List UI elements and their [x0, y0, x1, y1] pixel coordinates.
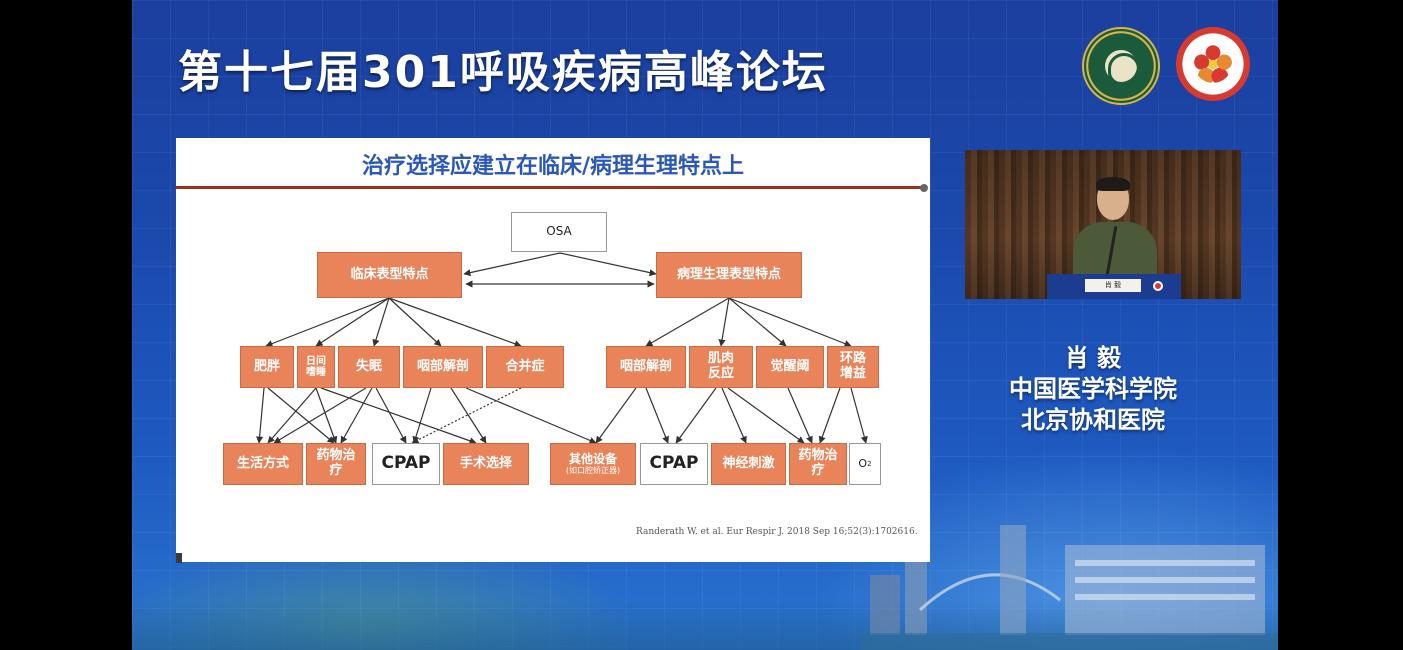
edge-muscle-cpap	[675, 387, 717, 444]
node-comorbidity: 合并症	[486, 346, 564, 388]
edge-comorbidity-cpap	[411, 387, 522, 444]
speaker-affiliation-2: 北京协和医院	[1021, 406, 1165, 434]
speaker-hair	[1096, 177, 1130, 191]
node-arousal-threshold: 觉醒阈	[756, 346, 824, 388]
edge-anatomy-otherdevice	[465, 387, 597, 444]
speaker-name: 肖 毅	[1064, 344, 1122, 372]
edge-clin-comorbidity	[388, 297, 522, 348]
node-lifestyle: 生活方式	[223, 443, 303, 485]
speaker-affiliation-1: 中国医学科学院	[1009, 375, 1177, 403]
edge-osa-clinical	[463, 252, 561, 277]
slide-footer-tag	[176, 553, 182, 563]
decision-tree-edges	[256, 252, 868, 445]
edge-path-muscle	[718, 297, 730, 347]
edge-insomnia-cpap	[375, 387, 407, 444]
node-drug-therapy-left: 药物治疗	[306, 443, 366, 485]
edge-clin-anatomy	[388, 297, 442, 347]
edge-loopgain-oxygen	[850, 387, 868, 444]
presentation-slide: 治疗选择应建立在临床/病理生理特点上	[176, 138, 930, 562]
slide-title: 治疗选择应建立在临床/病理生理特点上	[361, 154, 745, 179]
edge-sleepiness-surgery	[320, 387, 477, 445]
edge-insomnia-lifestyle	[273, 387, 367, 444]
edge-muscle-nerve	[721, 387, 747, 444]
node-nerve-stimulation: 神经刺激	[711, 443, 786, 485]
edge-loopgain-drug	[818, 387, 841, 444]
edge-clin-sleepiness	[315, 297, 390, 347]
edge-arousal-drug	[787, 387, 813, 444]
node-drug-therapy-right: 药物治疗	[789, 443, 847, 485]
edge-clin-obesity	[265, 297, 390, 347]
slide-title-rule	[176, 186, 924, 189]
node-cpap-left: CPAP	[372, 443, 440, 485]
node-cpap-right: CPAP	[640, 443, 708, 485]
node-pharyngeal-anatomy-clinical: 咽部解剖	[403, 346, 483, 388]
node-muscle-response: 肌肉反应	[689, 346, 753, 388]
slide-rule-end-dot	[920, 184, 928, 192]
edge-muscle-drug	[727, 387, 805, 444]
flower-emblem-logo	[1176, 27, 1250, 101]
edge-obesity-lifestyle	[256, 387, 265, 444]
node-clinical-phenotype: 临床表型特点	[317, 252, 462, 298]
edge-path-arousal	[728, 297, 787, 347]
edge-insomnia-drug	[340, 387, 373, 444]
node-obesity: 肥胖	[240, 346, 294, 388]
edge-anatomy-cpap	[412, 387, 432, 444]
respiratory-society-logo	[1082, 27, 1160, 105]
speaker-video: 肖 毅	[965, 150, 1241, 299]
edge-path-anatomy-cpap	[645, 387, 669, 444]
node-other-devices: 其他设备 (如口腔矫正器)	[550, 443, 636, 485]
edge-sleepiness-lifestyle	[267, 387, 317, 444]
node-loop-gain: 环路增益	[827, 346, 879, 388]
edge-osa-pathophys	[559, 252, 657, 277]
slide-citation: Randerath W. et al. Eur Respir J. 2018 S…	[636, 527, 918, 537]
edge-anatomy-surgery	[450, 387, 487, 444]
edge-obesity-drug	[267, 387, 335, 444]
edge-sleepiness-drug	[315, 387, 338, 444]
node-oxygen-subscript: 2	[867, 459, 872, 468]
podium-badge-icon	[1153, 281, 1163, 291]
node-osa: OSA	[511, 212, 607, 252]
node-other-devices-label: 其他设备	[568, 451, 617, 466]
edge-path-loopgain	[728, 297, 852, 347]
forum-title: 第十七届301呼吸疾病高峰论坛	[178, 47, 828, 98]
node-oxygen-symbol: O	[858, 456, 868, 470]
node-daytime-sleepiness: 日间嗜睡	[297, 346, 335, 388]
podium-name-plate: 肖 毅	[1085, 279, 1141, 292]
speaker-info: 肖 毅 中国医学科学院 北京协和医院	[975, 343, 1211, 436]
node-insomnia: 失眠	[338, 346, 400, 388]
node-pharyngeal-anatomy-pathophys: 咽部解剖	[606, 346, 686, 388]
node-pathophys-phenotype: 病理生理表型特点	[656, 252, 802, 298]
edge-path-anatomy-otherdevice	[595, 387, 637, 444]
node-surgery-options: 手术选择	[443, 443, 529, 485]
edge-clin-insomnia	[372, 297, 390, 347]
node-other-devices-note: (如口腔矫正器)	[565, 466, 621, 476]
skyline-decoration	[860, 525, 1278, 650]
edge-path-anatomy	[645, 297, 730, 347]
